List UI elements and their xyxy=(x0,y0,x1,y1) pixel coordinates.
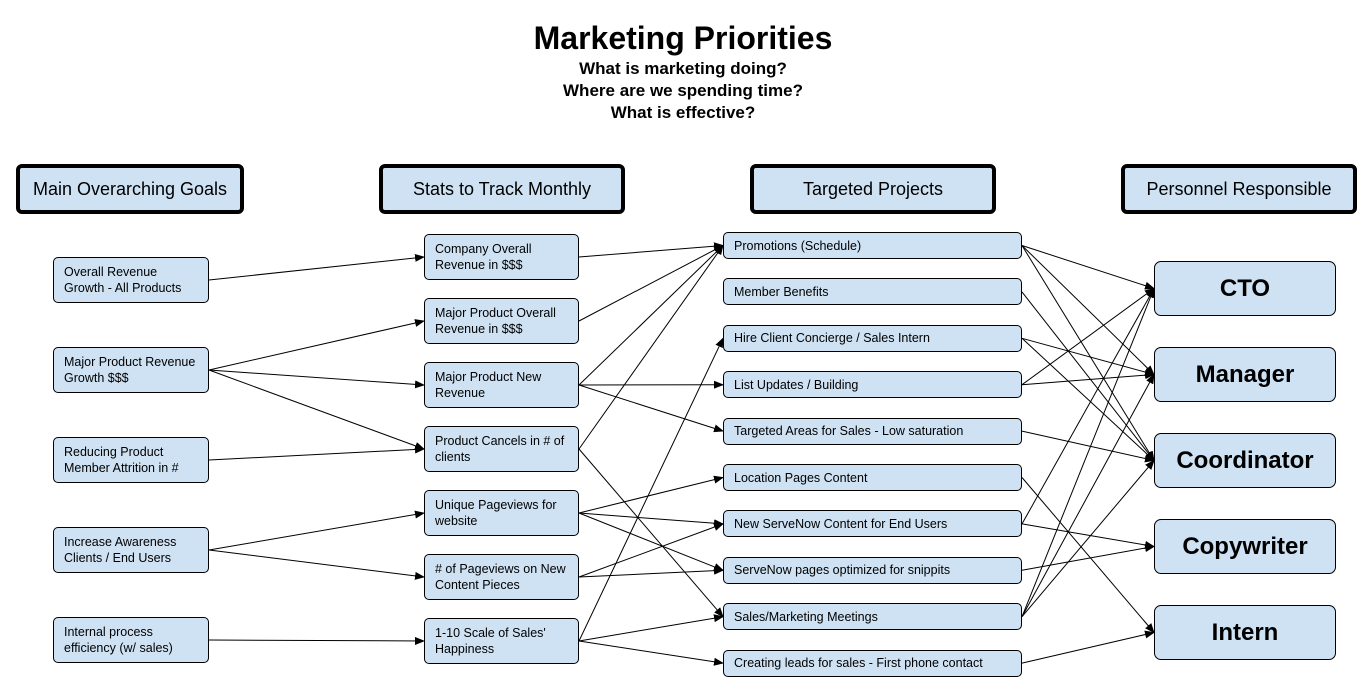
goal-box: Overall Revenue Growth - All Products xyxy=(53,257,209,303)
arrow-stat-to-project xyxy=(578,614,724,642)
project-box: Promotions (Schedule) xyxy=(723,232,1022,259)
header-goals: Main Overarching Goals xyxy=(16,164,244,214)
arrow-goal-to-stat xyxy=(208,636,425,645)
project-box: List Updates / Building xyxy=(723,371,1022,399)
project-box: Location Pages Content xyxy=(723,464,1022,491)
arrow-project-to-personnel xyxy=(1021,337,1155,462)
project-box: Member Benefits xyxy=(723,278,1022,306)
arrow-stat-to-project xyxy=(578,523,724,578)
subtitle-line: Where are we spending time? xyxy=(563,81,803,100)
project-box: Targeted Areas for Sales - Low saturatio… xyxy=(723,417,1022,445)
stat-box: Major Product New Revenue xyxy=(424,362,579,408)
arrow-goal-to-stat xyxy=(208,549,425,580)
arrow-project-to-personnel xyxy=(1021,245,1155,376)
project-box: New ServeNow Content for End Users xyxy=(723,510,1022,538)
arrow-project-to-personnel xyxy=(1021,477,1155,634)
arrow-project-to-personnel xyxy=(1021,287,1155,617)
arrow-project-to-personnel xyxy=(1021,544,1155,571)
arrow-project-to-personnel xyxy=(1021,430,1155,463)
goal-box: Major Product Revenue Growth $$$ xyxy=(53,347,209,393)
stat-box: Major Product Overall Revenue in $$$ xyxy=(424,298,579,344)
stat-box: Unique Pageviews for website xyxy=(424,490,579,536)
stat-box: # of Pageviews on New Content Pieces xyxy=(424,554,579,600)
arrow-stat-to-project xyxy=(578,448,724,618)
arrow-goal-to-stat xyxy=(208,369,425,450)
arrow-goal-to-stat xyxy=(208,319,425,371)
project-box: Creating leads for sales - First phone c… xyxy=(723,649,1022,677)
arrow-stat-to-project xyxy=(578,244,724,450)
project-box: Hire Client Concierge / Sales Intern xyxy=(723,324,1022,352)
arrow-goal-to-stat xyxy=(208,253,425,281)
arrow-project-to-personnel xyxy=(1021,287,1155,386)
arrow-goal-to-stat xyxy=(208,510,425,551)
arrow-stat-to-project xyxy=(578,242,724,258)
project-box: ServeNow pages optimized for snippits xyxy=(723,556,1022,584)
personnel-box: CTO xyxy=(1154,261,1336,316)
arrow-stat-to-project xyxy=(578,337,724,642)
header-personnel: Personnel Responsible xyxy=(1121,164,1357,214)
header-stats: Stats to Track Monthly xyxy=(379,164,625,214)
subtitle-line: What is marketing doing? xyxy=(579,59,787,78)
arrow-project-to-personnel xyxy=(1021,337,1155,376)
arrow-goal-to-stat xyxy=(208,369,425,389)
arrow-goal-to-stat xyxy=(208,445,425,461)
personnel-box: Coordinator xyxy=(1154,433,1336,488)
diagram-title: Marketing Priorities xyxy=(533,20,833,56)
arrow-stat-to-project xyxy=(578,566,724,578)
arrow-project-to-personnel xyxy=(1021,245,1155,462)
personnel-box: Copywriter xyxy=(1154,519,1336,574)
arrow-stat-to-project xyxy=(578,475,724,514)
arrow-project-to-personnel xyxy=(1021,373,1155,617)
arrow-stat-to-project xyxy=(578,512,724,571)
arrow-project-to-personnel xyxy=(1021,371,1155,386)
subtitle-line: What is effective? xyxy=(610,103,756,122)
stat-box: Product Cancels in # of clients xyxy=(424,426,579,472)
arrow-project-to-personnel xyxy=(1021,523,1155,549)
arrow-stat-to-project xyxy=(578,640,724,666)
arrow-stat-to-project xyxy=(578,512,724,528)
arrow-project-to-personnel xyxy=(1021,245,1155,290)
arrow-stat-to-project xyxy=(578,384,724,433)
goal-box: Increase Awareness Clients / End Users xyxy=(53,527,209,573)
header-projects: Targeted Projects xyxy=(750,164,996,214)
project-box: Sales/Marketing Meetings xyxy=(723,603,1022,631)
arrow-project-to-personnel xyxy=(1021,291,1155,462)
goal-box: Internal process efficiency (w/ sales) xyxy=(53,617,209,663)
arrow-stat-to-project xyxy=(578,244,724,386)
personnel-box: Manager xyxy=(1154,347,1336,402)
stat-box: 1-10 Scale of Sales' Happiness xyxy=(424,618,579,664)
arrow-project-to-personnel xyxy=(1021,630,1155,664)
personnel-box: Intern xyxy=(1154,605,1336,660)
stat-box: Company Overall Revenue in $$$ xyxy=(424,234,579,280)
arrow-project-to-personnel xyxy=(1021,287,1155,525)
arrow-project-to-personnel xyxy=(1021,459,1155,618)
arrow-stat-to-project xyxy=(578,245,724,322)
goal-box: Reducing Product Member Attrition in # xyxy=(53,437,209,483)
